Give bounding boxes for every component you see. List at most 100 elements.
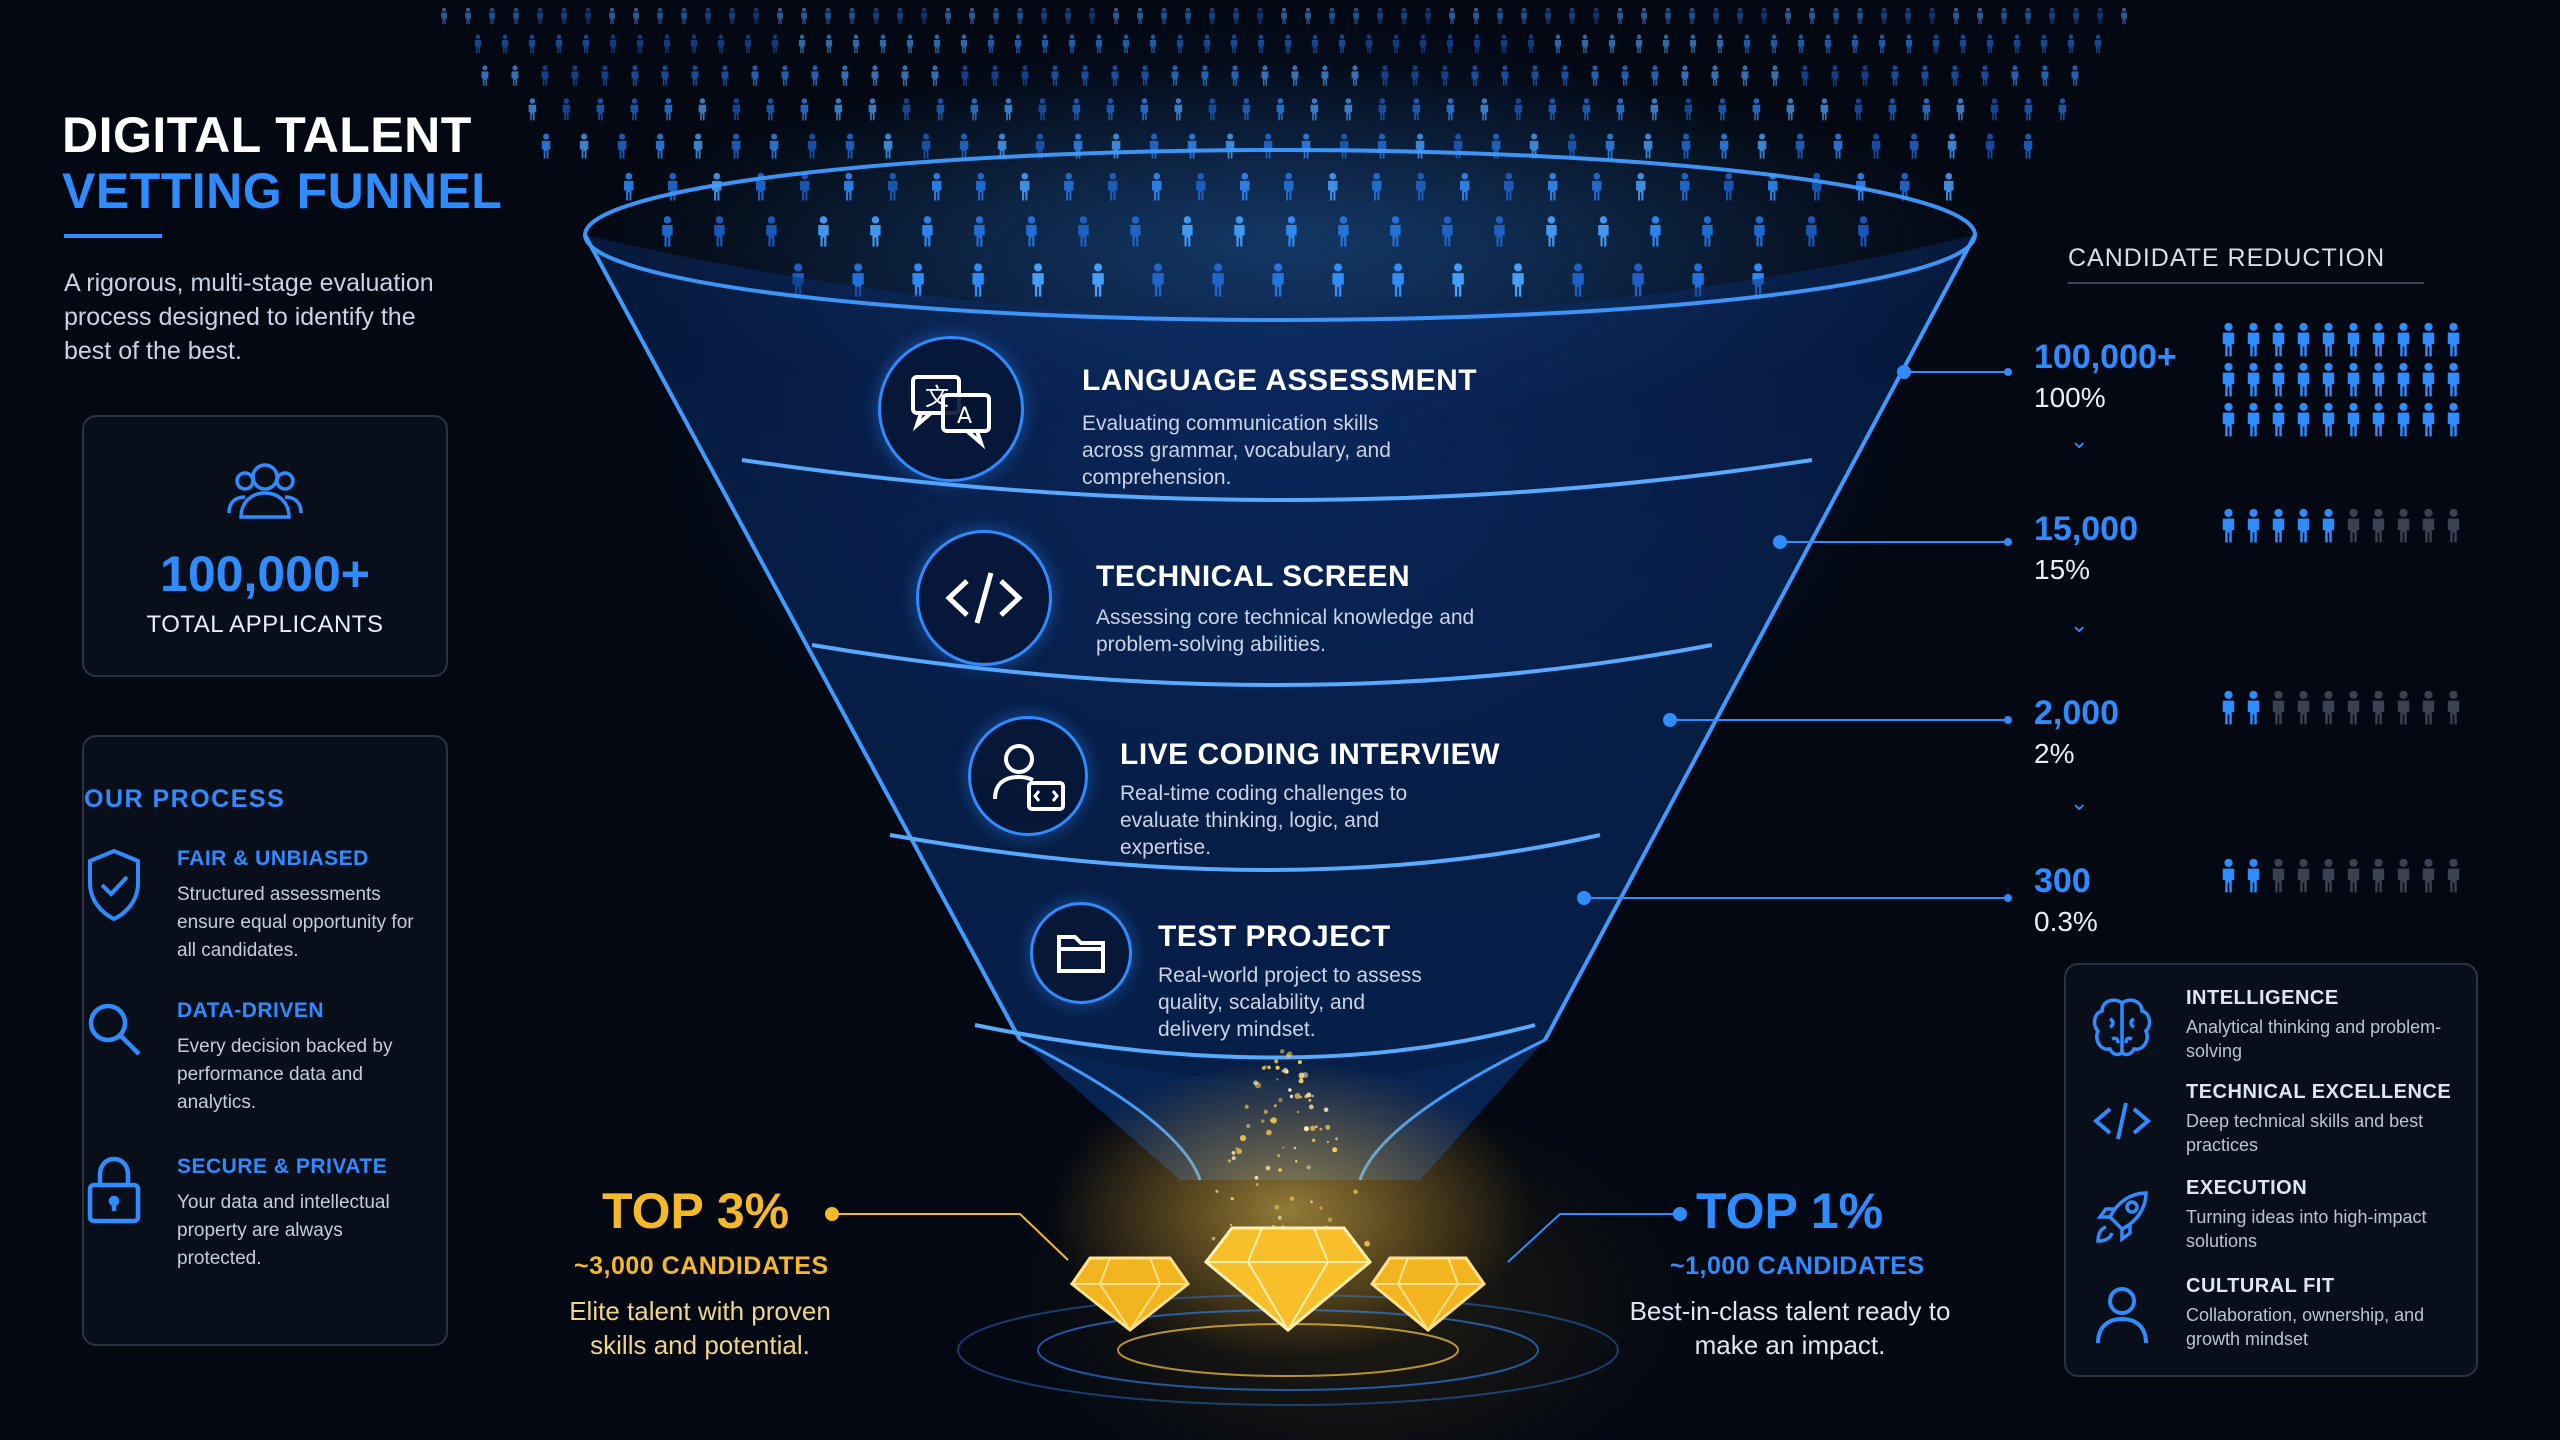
- person-icon: [1689, 7, 1695, 25]
- person-icon: [2272, 402, 2285, 437]
- reduction-value: 100,000+: [2034, 338, 2177, 376]
- person-icon: [1338, 34, 1346, 53]
- person-icon: [1953, 7, 1959, 25]
- person-icon: [2322, 858, 2335, 893]
- sparkle: [1278, 1168, 1282, 1172]
- sparkle: [1282, 1067, 1289, 1074]
- person-icon: [945, 7, 951, 25]
- sparkle: [1308, 1104, 1314, 1110]
- person-icon: [537, 7, 543, 25]
- stage-desc-technical: Assessing core technical knowledge and p…: [1096, 606, 1475, 656]
- person-icon: [825, 7, 831, 25]
- sparkle: [1277, 1154, 1280, 1157]
- person-icon: [933, 34, 941, 53]
- person-icon: [1281, 7, 1287, 25]
- person-icon: [2397, 322, 2410, 357]
- reduction-icons: [2222, 322, 2460, 893]
- person-icon: [1065, 7, 1071, 25]
- person-icon: [2013, 34, 2021, 53]
- person-icon: [1878, 34, 1886, 53]
- person-icon: [1617, 7, 1623, 25]
- attribute-desc: Turning ideas into high-impact solutions: [2186, 1207, 2427, 1251]
- person-icon: [1641, 7, 1647, 25]
- svg-text:A: A: [957, 404, 972, 429]
- sparkle: [1319, 1206, 1323, 1210]
- sparkle: [1306, 1165, 1311, 1170]
- attribute-desc: Deep technical skills and best practices: [2186, 1111, 2424, 1155]
- person-icon: [1554, 34, 1562, 53]
- person-icon: [1785, 7, 1791, 25]
- person-icon: [631, 65, 639, 86]
- person-icon: [1981, 65, 1989, 86]
- person-icon: [1149, 34, 1157, 53]
- person-icon: [636, 34, 644, 53]
- process-item-desc: Every decision backed by performance dat…: [177, 1036, 393, 1113]
- sparkle: [1282, 1146, 1285, 1149]
- person-icon: [1711, 65, 1719, 86]
- sparkle: [1244, 1104, 1249, 1109]
- top3-desc: Elite talent with proven skills and pote…: [569, 1296, 831, 1360]
- person-icon: [664, 98, 673, 121]
- reduction-title: CANDIDATE REDUCTION: [2068, 244, 2386, 272]
- process-item-desc: Structured assessments ensure equal oppo…: [177, 884, 414, 961]
- person-icon: [906, 34, 914, 53]
- person-icon: [1527, 34, 1535, 53]
- person-icon: [2347, 322, 2360, 357]
- person-icon: [1716, 34, 1724, 53]
- process-item-desc: Your data and intellectual property are …: [177, 1192, 390, 1269]
- person-icon: [753, 7, 759, 25]
- person-icon: [2121, 7, 2127, 25]
- person-icon: [1770, 34, 1778, 53]
- reduction-pct: 0.3%: [2034, 906, 2098, 937]
- person-icon: [1820, 98, 1829, 121]
- sparkle: [1293, 1146, 1297, 1150]
- total-applicants-card: 100,000+ TOTAL APPLICANTS: [82, 415, 448, 677]
- person-icon: [2040, 34, 2048, 53]
- person-icon: [1014, 34, 1022, 53]
- brain-icon: [2088, 993, 2156, 1061]
- person-icon: [2024, 98, 2033, 121]
- person-icon: [1257, 34, 1265, 53]
- sparkle: [1296, 1110, 1300, 1114]
- person-icon: [2001, 7, 2007, 25]
- person-icon: [1209, 7, 1215, 25]
- process-item-title: SECURE & PRIVATE: [177, 1155, 388, 1178]
- person-icon: [1990, 98, 1999, 121]
- person-icon: [501, 34, 509, 53]
- users-icon: [84, 457, 446, 528]
- person-icon: [1305, 7, 1311, 25]
- person-icon: [1137, 7, 1143, 25]
- person-icon: [1419, 34, 1427, 53]
- person-icon: [1665, 7, 1671, 25]
- person-icon: [2347, 402, 2360, 437]
- person-icon: [1824, 34, 1832, 53]
- person-icon: [1089, 7, 1095, 25]
- person-icon: [2397, 362, 2410, 397]
- reduction-pct: 2%: [2034, 738, 2075, 769]
- person-icon: [2422, 362, 2435, 397]
- person-icon: [705, 7, 711, 25]
- person-icon: [2447, 690, 2460, 725]
- person-icon: [1857, 7, 1863, 25]
- person-icon: [1986, 34, 1994, 53]
- person-icon: [1809, 7, 1815, 25]
- person-icon: [617, 133, 627, 159]
- person-icon: [474, 34, 482, 53]
- person-icon: [1161, 7, 1167, 25]
- person-icon: [481, 65, 489, 86]
- sparkle: [1270, 1117, 1278, 1124]
- person-icon: [1741, 65, 1749, 86]
- stage-connectors: [1577, 365, 2012, 905]
- person-icon: [2058, 98, 2067, 121]
- person-icon: [1449, 7, 1455, 25]
- person-icon: [2447, 362, 2460, 397]
- sparkle: [1308, 1098, 1312, 1102]
- person-icon: [729, 7, 735, 25]
- stage-title-test-project: TEST PROJECT: [1158, 920, 1391, 953]
- person-icon: [541, 133, 551, 159]
- person-icon: [1956, 98, 1965, 121]
- person-icon: [2422, 402, 2435, 437]
- person-icon: [2247, 402, 2260, 437]
- person-icon: [1569, 7, 1575, 25]
- sparkle: [1326, 1140, 1330, 1144]
